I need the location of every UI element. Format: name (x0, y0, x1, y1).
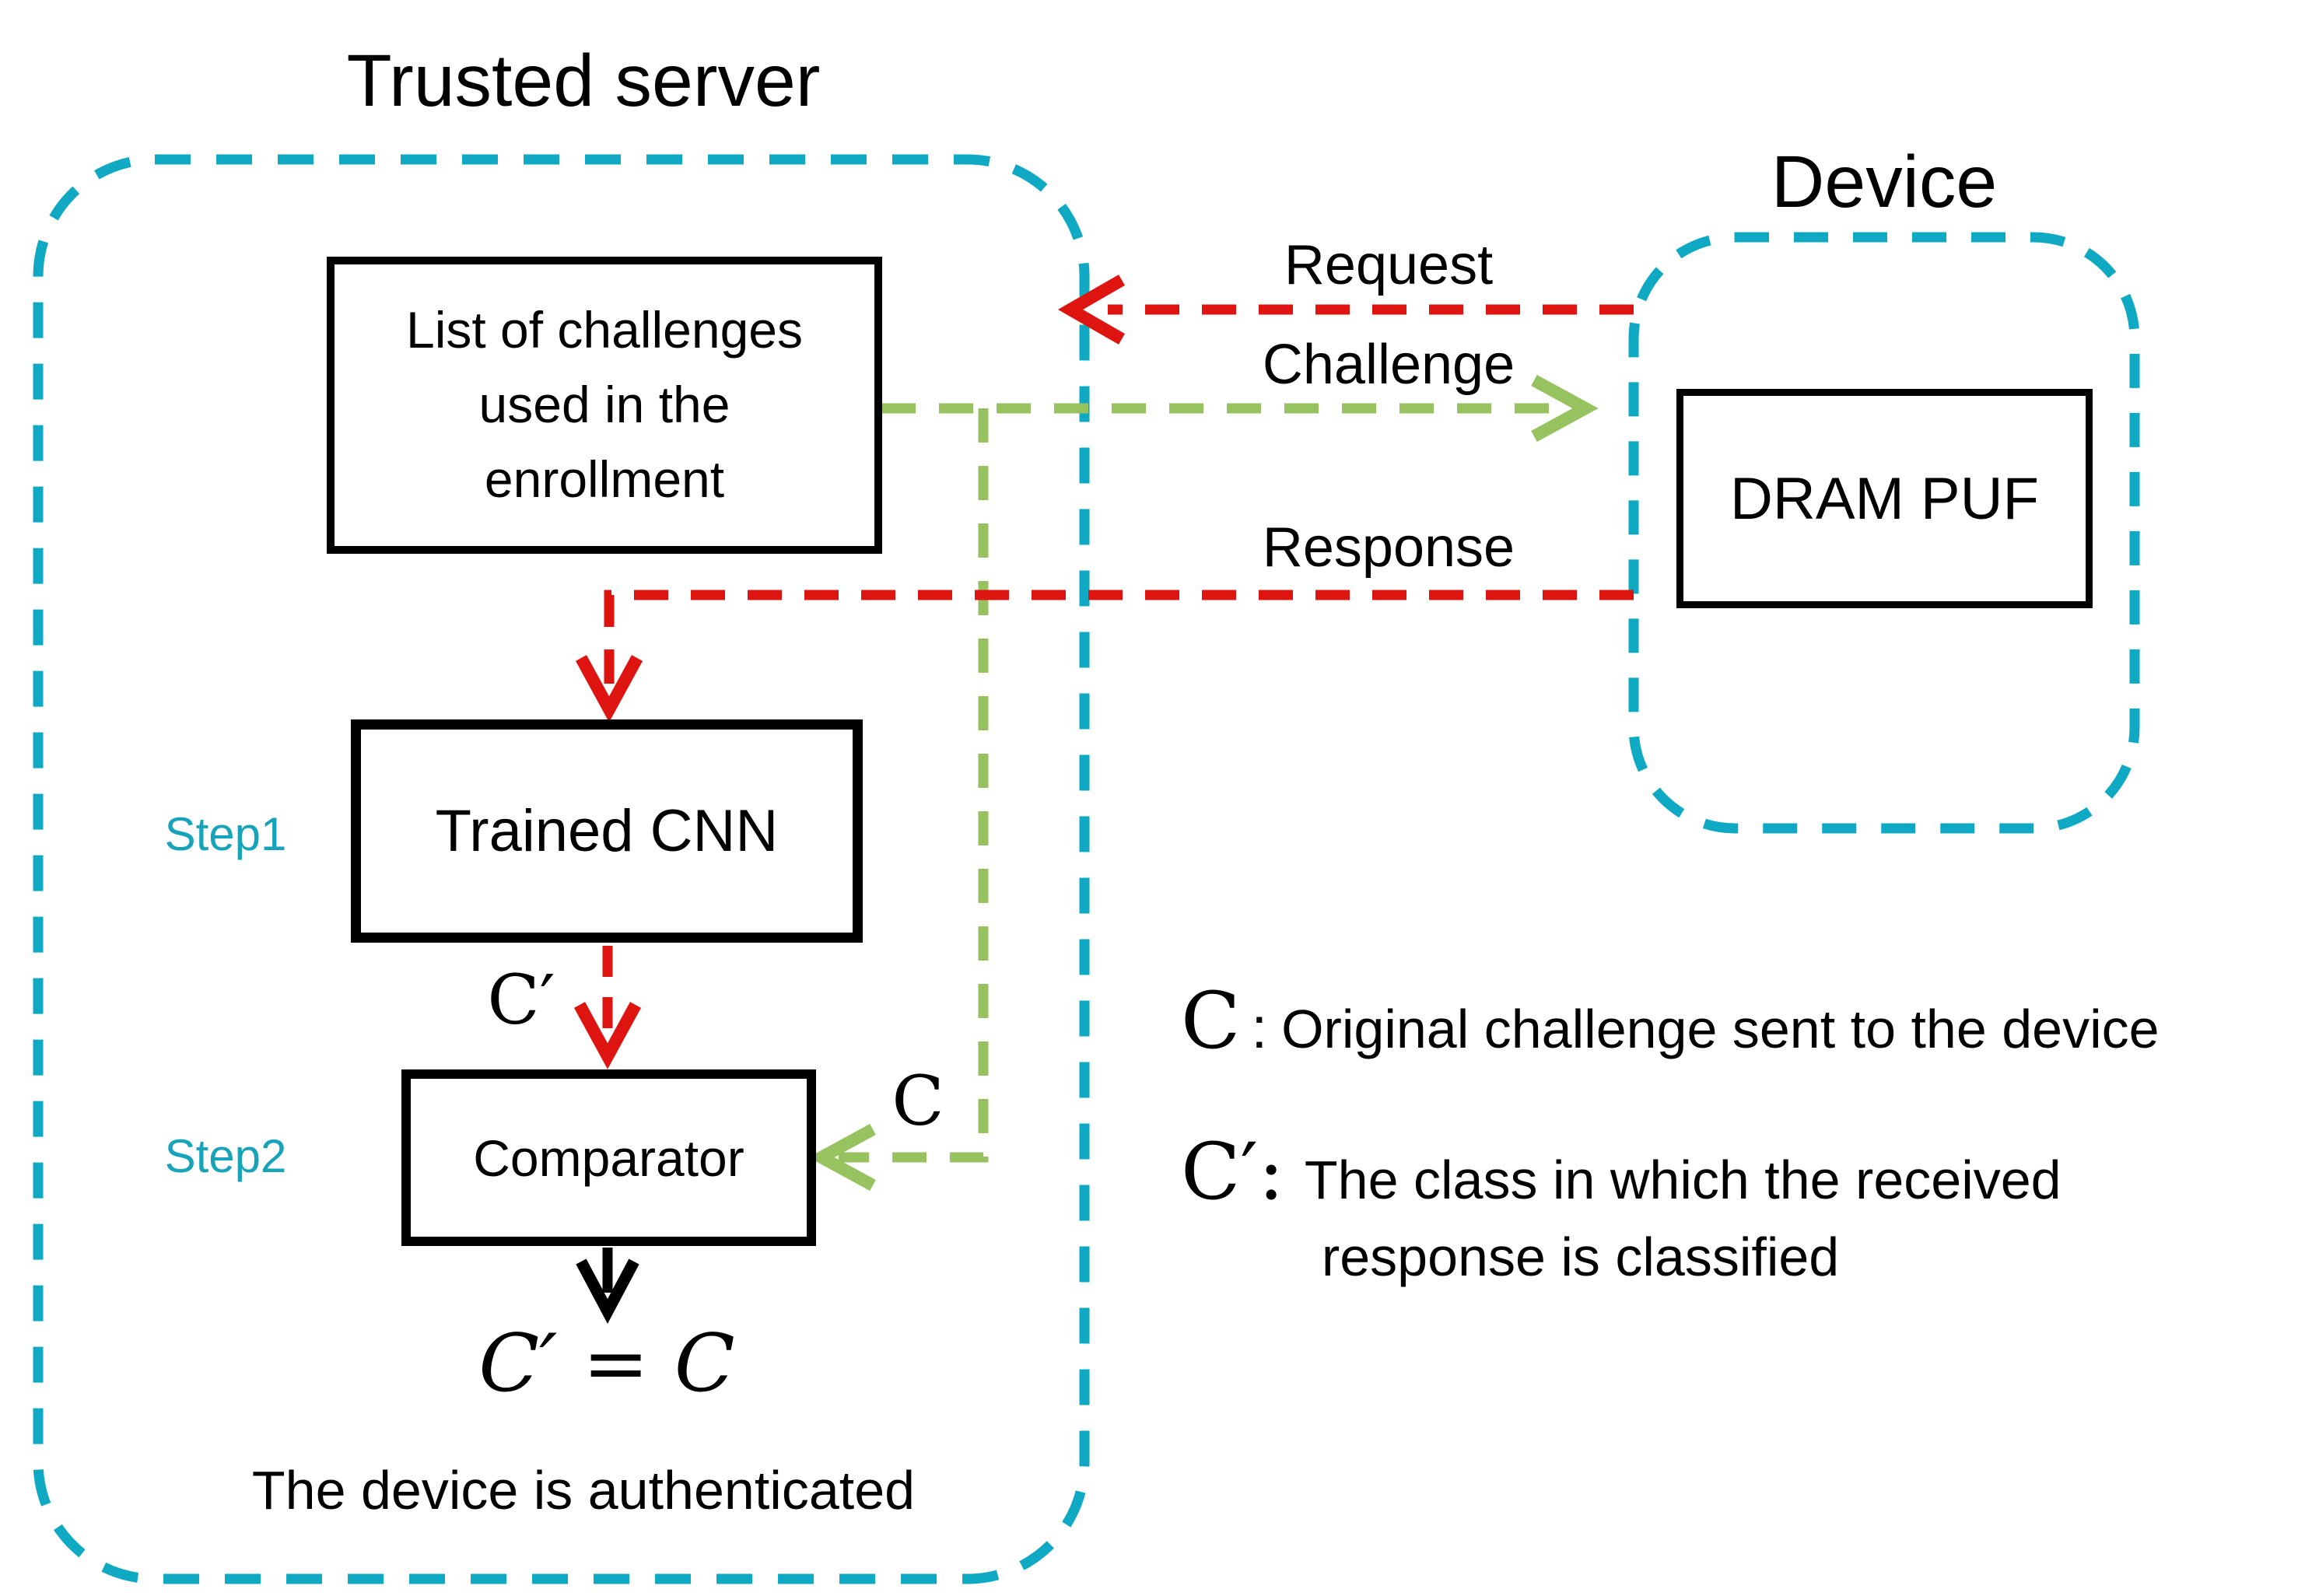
equation-text: C′ = C (478, 1318, 735, 1410)
step2-label: Step2 (164, 1130, 287, 1182)
trusted-server-title: Trusted server (346, 40, 821, 122)
legend-c-row: C : Original challenge sent to the devic… (1181, 978, 2160, 1068)
challenge-arrowhead (1531, 374, 1599, 443)
challenge-list-line: used in the (478, 376, 730, 434)
response-arrowhead (575, 655, 643, 723)
device-boundary (1628, 232, 2140, 834)
response-arrow-line (604, 590, 1634, 700)
legend-c-prime-row: C′: The class in which the received resp… (1181, 1129, 2062, 1297)
request-arrowhead (1057, 275, 1125, 345)
comparator-box: Comparator (401, 1069, 816, 1246)
challenge-branch-line (839, 408, 989, 1163)
trained-cnn-label: Trained CNN (435, 798, 779, 864)
challenge-list-box: List of challenges used in the enrollmen… (327, 257, 882, 554)
legend-c-prime-line2: response is classified (1321, 1227, 1840, 1288)
c-prime-symbol-label: C′ (487, 960, 555, 1040)
dram-puf-label: DRAM PUF (1730, 465, 2039, 532)
c-symbol-label: C (892, 1061, 944, 1141)
response-label: Response (1262, 516, 1515, 579)
authenticated-text: The device is authenticated (251, 1460, 916, 1521)
comparator-label: Comparator (473, 1129, 744, 1187)
challenge-branch-arrowhead (808, 1123, 876, 1192)
device-title: Device (1771, 141, 1998, 223)
challenge-label: Challenge (1262, 334, 1515, 396)
step1-label: Step1 (164, 808, 287, 860)
trusted-server-boundary (33, 154, 1090, 1584)
challenge-list-line: List of challenges (406, 301, 803, 359)
legend-c-text: Original challenge sent to the device (1281, 999, 2160, 1059)
c-prime-arrowhead (573, 1002, 642, 1069)
trained-cnn-box: Trained CNN (351, 719, 863, 943)
challenge-list-line: enrollment (484, 450, 725, 508)
legend-c-prime-text: The class in which the received response… (1305, 1142, 2062, 1297)
dram-puf-box: DRAM PUF (1676, 389, 2093, 608)
legend-c-prime-symbol: C′: (1181, 1126, 1284, 1217)
result-arrowhead (576, 1258, 639, 1324)
legend-c-symbol: C (1181, 975, 1241, 1066)
legend-c-prime-line1: The class in which the received (1304, 1150, 2062, 1210)
request-label: Request (1284, 234, 1494, 296)
legend-c-separator: : (1251, 996, 1268, 1060)
